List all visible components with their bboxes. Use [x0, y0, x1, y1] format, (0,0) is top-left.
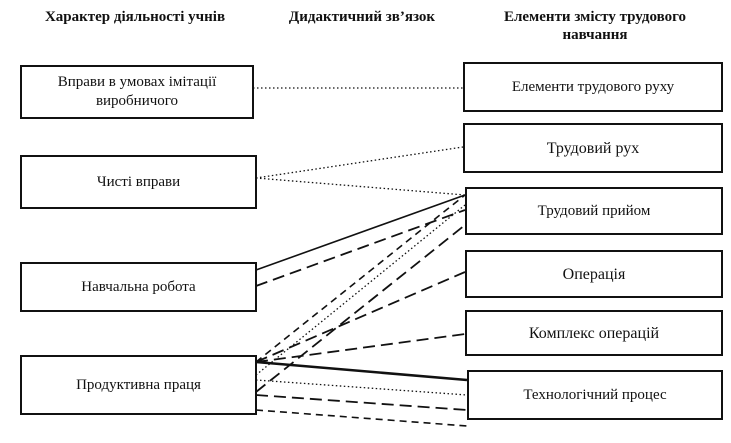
edge-L2-R3-dotted	[255, 177, 466, 196]
edge-L3-R3-long-dash	[255, 209, 466, 287]
edge-L4-R6-dotted	[255, 379, 468, 396]
node-right-5: Комплекс операцій	[465, 310, 723, 356]
edge-L4-R5-long-dash	[255, 333, 466, 363]
edge-L3-R3-solid	[255, 194, 466, 271]
node-left-3: Навчальна робота	[20, 262, 257, 312]
node-right-2: Трудовий рух	[463, 123, 723, 173]
node-left-2: Чисті вправи	[20, 155, 257, 209]
edge-L4-R3-long-dash	[255, 224, 466, 393]
header-middle: Дидактичний зв’язок	[288, 9, 436, 25]
node-left-1: Вправи в умовах імітації виробничого	[20, 65, 254, 119]
edge-L4-R4-long-dash	[255, 271, 466, 363]
node-right-3: Трудовий прийом	[465, 187, 723, 235]
edge-L2-R2-dotted	[255, 146, 464, 179]
edge-L4-R3-dashed	[255, 194, 466, 363]
header-left: Характер діяльності учнів	[44, 9, 226, 25]
node-right-4: Операція	[465, 250, 723, 298]
edge-L4-R6-solid-thick	[255, 360, 468, 382]
node-right-6: Технологічний процес	[467, 370, 723, 420]
edge-L4-R3-dotted	[255, 204, 466, 376]
edge-L4-R6-long-dash	[255, 394, 468, 411]
node-right-1: Елементи трудового руху	[463, 62, 723, 112]
header-right: Елементи змісту трудового навчання	[503, 9, 687, 43]
edge-L4-R6-dashed	[255, 409, 468, 427]
node-left-4: Продуктивна праця	[20, 355, 257, 415]
